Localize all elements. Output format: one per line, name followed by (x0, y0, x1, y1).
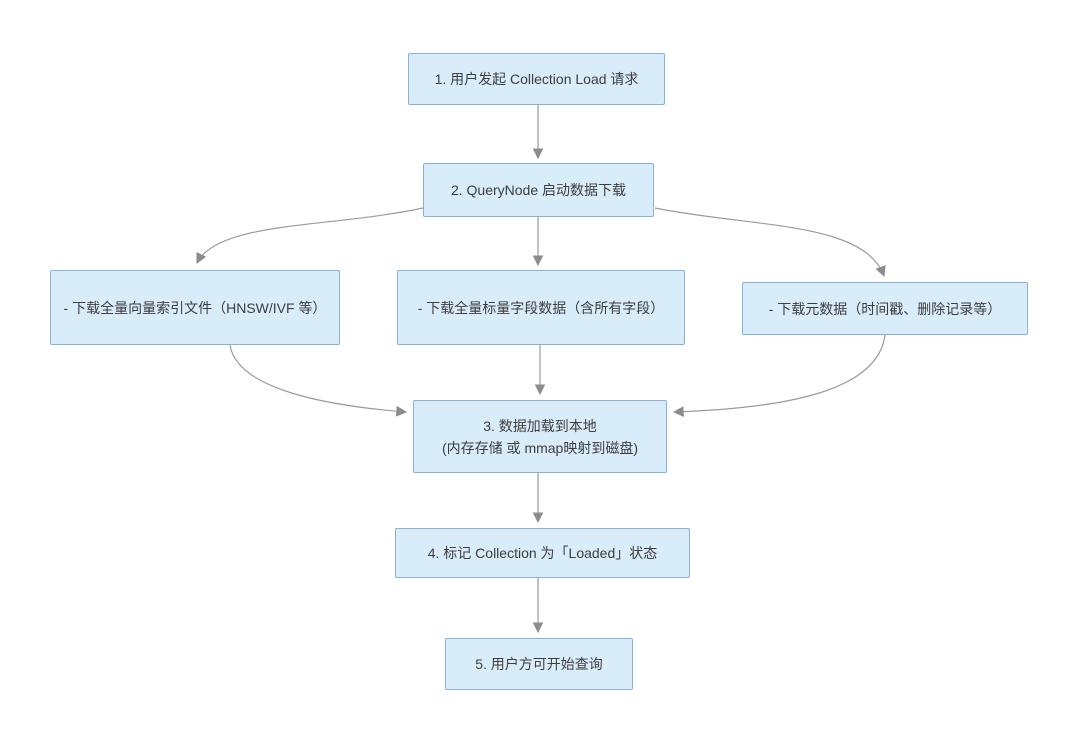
node-label: - 下载元数据（时间戳、删除记录等） (768, 300, 1002, 317)
node-label-line2: (内存存储 或 mmap映射到磁盘) (442, 439, 638, 456)
node-step4-mark-loaded: 4. 标记 Collection 为「Loaded」状态 (395, 528, 690, 578)
node-label: 5. 用户方可开始查询 (475, 656, 603, 672)
arrow-branch-meta-step3 (672, 334, 886, 418)
node-step2-querynode-download: 2. QueryNode 启动数据下载 (423, 163, 654, 217)
node-label: 2. QueryNode 启动数据下载 (450, 182, 627, 198)
node-label: - 下载全量标量字段数据（含所有字段） (417, 299, 665, 316)
arrow-step2-branch-vector (196, 207, 424, 264)
node-branch-metadata: - 下载元数据（时间戳、删除记录等） (742, 282, 1028, 335)
node-branch-scalar-fields: - 下载全量标量字段数据（含所有字段） (397, 270, 685, 345)
node-label: 1. 用户发起 Collection Load 请求 (434, 71, 639, 87)
node-step3-load-local: 3. 数据加载到本地 (内存存储 或 mmap映射到磁盘) (413, 400, 667, 473)
node-branch-vector-index: - 下载全量向量索引文件（HNSW/IVF 等） (50, 270, 340, 345)
arrow-branch-vector-step3 (229, 344, 408, 417)
node-step5-query-ready: 5. 用户方可开始查询 (445, 638, 633, 690)
node-label-line1: 3. 数据加载到本地 (483, 417, 597, 434)
arrow-step2-branch-meta (654, 207, 886, 278)
node-label: - 下载全量向量索引文件（HNSW/IVF 等） (63, 299, 327, 316)
node-step1-user-load-request: 1. 用户发起 Collection Load 请求 (408, 53, 665, 105)
node-label: 4. 标记 Collection 为「Loaded」状态 (427, 545, 658, 561)
